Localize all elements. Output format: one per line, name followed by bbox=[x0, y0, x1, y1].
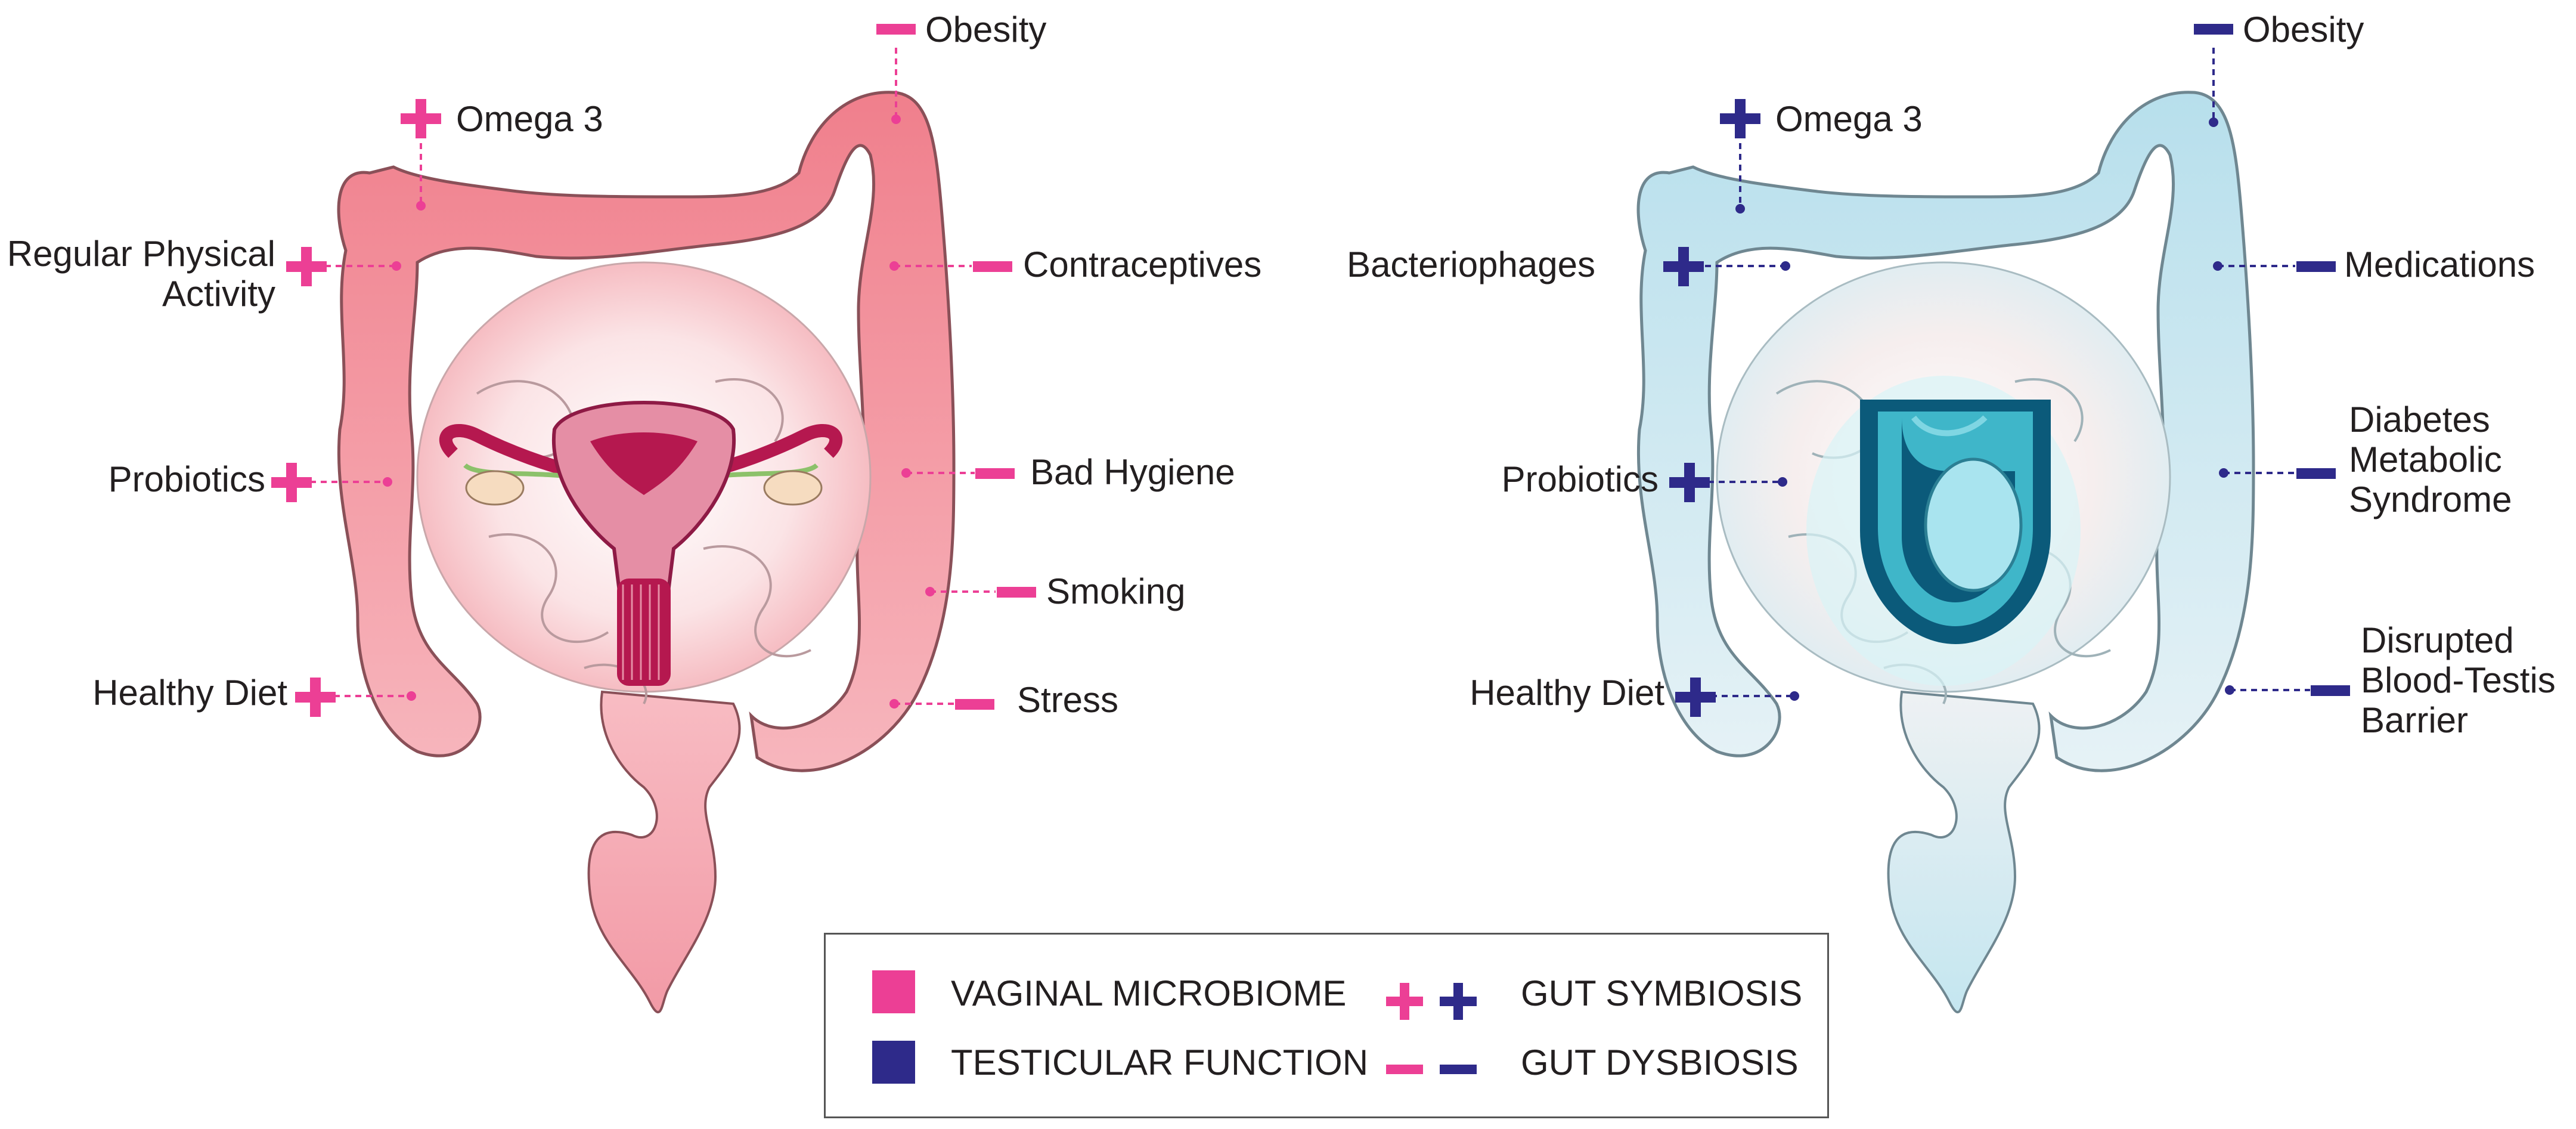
label-diabetes-metabolic-syndrome: Diabetes Metabolic Syndrome bbox=[2349, 400, 2512, 520]
label-probiotics: Probiotics bbox=[1501, 459, 1659, 499]
uterus bbox=[439, 401, 843, 686]
legend: VAGINAL MICROBIOME TESTICULAR FUNCTION G… bbox=[824, 933, 1829, 1118]
testis bbox=[1806, 376, 2081, 686]
label-disrupted-blood-testis-barrier: Disrupted Blood-Testis Barrier bbox=[2361, 620, 2556, 741]
label-line: Diabetes bbox=[2349, 400, 2490, 440]
legend-gut-symbiosis: GUT SYMBIOSIS bbox=[1521, 973, 1803, 1013]
label-line: Barrier bbox=[2361, 700, 2469, 741]
minus-icon bbox=[1440, 1065, 1477, 1074]
legend-testicular-function: TESTICULAR FUNCTION bbox=[951, 1043, 1369, 1082]
minus-icon bbox=[876, 24, 1036, 710]
label-bacteriophages: Bacteriophages bbox=[1347, 245, 1595, 284]
vaginal-microbiome-panel: Obesity Omega 3 Regular Physical Activit… bbox=[6, 10, 1262, 1013]
colon-testis-illustration bbox=[1636, 24, 2350, 1013]
legend-gut-dysbiosis: GUT DYSBIOSIS bbox=[1521, 1043, 1799, 1082]
label-line: Blood-Testis bbox=[2361, 660, 2556, 701]
label-smoking: Smoking bbox=[1046, 571, 1186, 611]
label-obesity: Obesity bbox=[2243, 10, 2364, 50]
legend-pink-swatch bbox=[872, 970, 915, 1013]
rectum bbox=[587, 690, 741, 1013]
rectum bbox=[1887, 690, 2041, 1013]
plus-icon bbox=[1386, 983, 1423, 1020]
plus-icon bbox=[1440, 983, 1477, 1020]
label-line: Regular Physical bbox=[7, 234, 275, 274]
colon-uterus-illustration bbox=[271, 24, 1036, 1013]
minus-icon bbox=[2194, 24, 2350, 696]
label-probiotics: Probiotics bbox=[108, 459, 265, 499]
label-contraceptives: Contraceptives bbox=[1023, 245, 1262, 284]
label-regular-physical-activity: Regular Physical Activity bbox=[6, 234, 275, 314]
minus-icon bbox=[1386, 1065, 1423, 1074]
label-omega3: Omega 3 bbox=[1775, 99, 1923, 139]
label-line: Activity bbox=[162, 274, 275, 314]
label-healthy-diet: Healthy Diet bbox=[92, 673, 287, 713]
anchor-dots bbox=[1735, 117, 2234, 701]
label-bad-hygiene: Bad Hygiene bbox=[1030, 452, 1235, 492]
anchor-dots bbox=[383, 115, 935, 709]
testicular-function-panel: Obesity Omega 3 Bacteriophages Medicatio… bbox=[1288, 0, 2576, 1129]
plus-icon bbox=[271, 99, 441, 717]
connector-lines bbox=[1705, 48, 2310, 697]
legend-symbols bbox=[1386, 983, 1477, 1074]
label-line: Syndrome bbox=[2349, 480, 2512, 520]
plus-icon bbox=[1663, 99, 1760, 717]
label-omega3: Omega 3 bbox=[456, 99, 603, 139]
legend-vaginal-microbiome: VAGINAL MICROBIOME bbox=[951, 973, 1347, 1013]
label-medications: Medications bbox=[2344, 245, 2535, 284]
label-obesity: Obesity bbox=[925, 10, 1047, 50]
label-line: Disrupted bbox=[2361, 620, 2514, 660]
label-line: Metabolic bbox=[2349, 440, 2502, 480]
connector-lines bbox=[310, 48, 996, 705]
label-stress: Stress bbox=[1017, 680, 1119, 720]
legend-navy-swatch bbox=[872, 1041, 915, 1084]
label-healthy-diet: Healthy Diet bbox=[1470, 673, 1664, 713]
